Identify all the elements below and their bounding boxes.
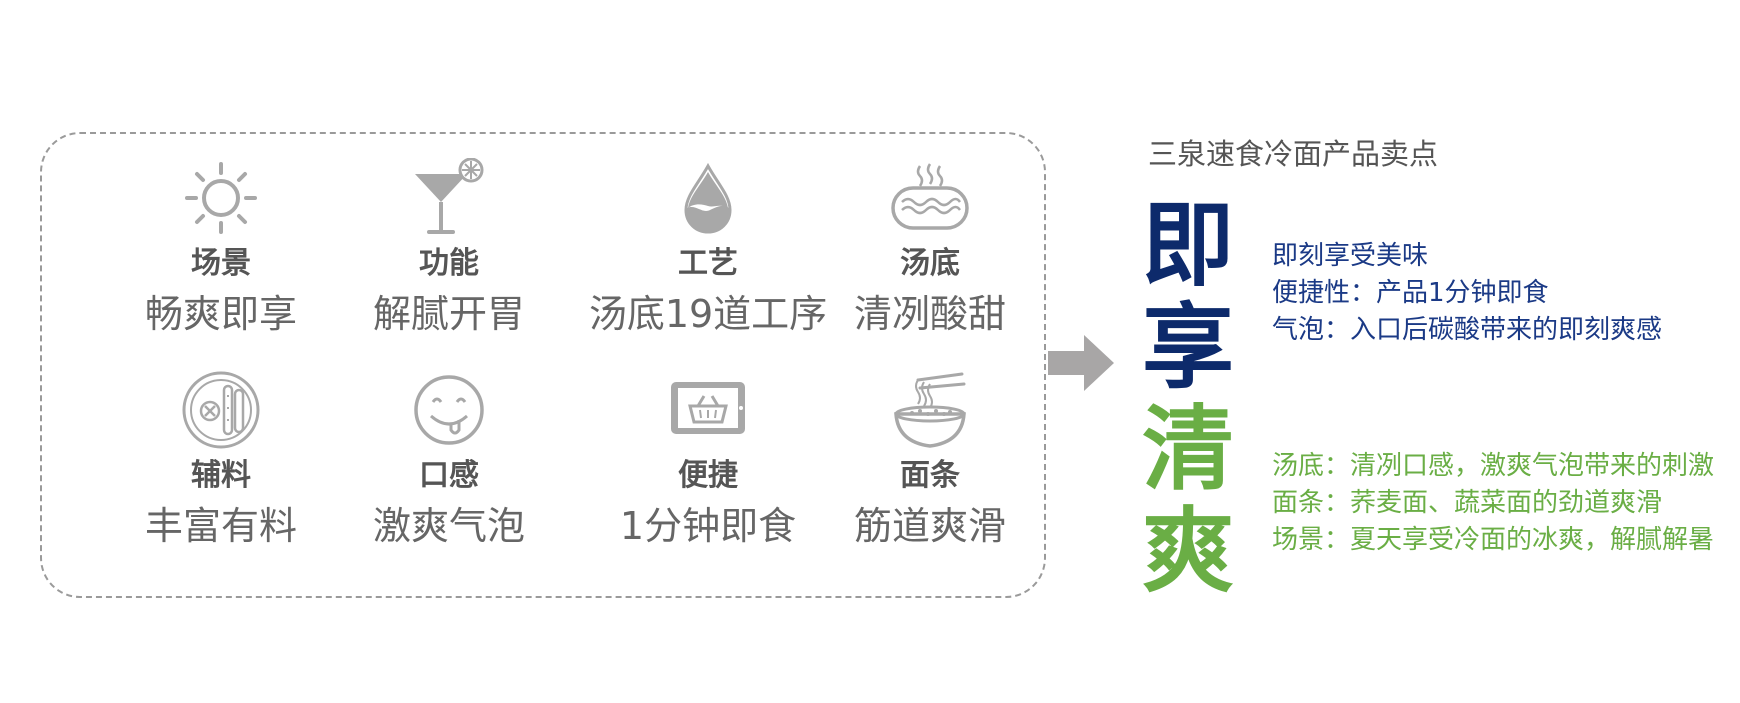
feature-category: 口感 bbox=[419, 458, 479, 493]
feature-description: 1分钟即食 bbox=[619, 504, 797, 548]
feature-description: 解腻开胃 bbox=[372, 292, 525, 336]
point-item: 场景：夏天享受冷面的冰爽，解腻解暑 bbox=[1272, 525, 1715, 555]
tablet-basket-icon bbox=[668, 370, 748, 450]
feature-category: 便捷 bbox=[678, 458, 738, 493]
feature-description: 激爽气泡 bbox=[372, 504, 525, 548]
feature-category: 面条 bbox=[900, 458, 960, 493]
feature-category: 场景 bbox=[191, 246, 251, 281]
feature-description: 清冽酸甜 bbox=[853, 292, 1006, 336]
feature-cell-craft: 工艺 汤底19道工序 bbox=[589, 158, 827, 358]
noodle-bowl-icon bbox=[890, 370, 970, 450]
headline-char: 即 bbox=[1141, 192, 1234, 299]
feature-cell-soup: 汤底 清冽酸甜 bbox=[820, 158, 1040, 358]
feature-category: 辅料 bbox=[191, 458, 251, 493]
feature-cell-function: 功能 解腻开胃 bbox=[339, 158, 559, 358]
right-arrow-icon bbox=[1048, 333, 1114, 393]
water-drop-icon bbox=[668, 158, 748, 238]
point-item: 面条：荞麦面、蔬菜面的劲道爽滑 bbox=[1272, 488, 1663, 518]
refreshing-points-list: 汤底：清冽口感，激爽气泡带来的刺激 面条：荞麦面、蔬菜面的劲道爽滑 场景：夏天享… bbox=[1272, 448, 1714, 559]
features-panel: 场景 畅爽即享 功能 解腻开胃 bbox=[40, 132, 1046, 598]
headline-char: 清 bbox=[1141, 396, 1234, 503]
feature-category: 汤底 bbox=[900, 246, 960, 281]
point-item: 气泡：入口后碳酸带来的即刻爽感 bbox=[1272, 315, 1663, 345]
feature-description: 畅爽即享 bbox=[144, 292, 297, 336]
soup-bowl-icon bbox=[890, 158, 970, 238]
point-item: 便捷性：产品1分钟即食 bbox=[1272, 278, 1549, 308]
cocktail-icon bbox=[409, 158, 489, 238]
feature-cell-scene: 场景 畅爽即享 bbox=[111, 158, 331, 358]
feature-category: 功能 bbox=[419, 246, 479, 281]
feature-category: 工艺 bbox=[678, 246, 738, 281]
feature-description: 丰富有料 bbox=[144, 504, 297, 548]
plate-icon bbox=[181, 370, 261, 450]
feature-cell-texture: 口感 激爽气泡 bbox=[339, 370, 559, 570]
feature-description: 汤底19道工序 bbox=[588, 292, 828, 336]
sun-icon bbox=[181, 158, 261, 238]
point-item: 汤底：清冽口感，激爽气泡带来的刺激 bbox=[1272, 451, 1715, 481]
feature-description: 筋道爽滑 bbox=[853, 504, 1006, 548]
feature-cell-convenience: 便捷 1分钟即食 bbox=[598, 370, 818, 570]
summary-subtitle: 三泉速食冷面产品卖点 bbox=[1148, 137, 1439, 171]
point-item: 即刻享受美味 bbox=[1272, 241, 1429, 271]
smiley-tongue-icon bbox=[409, 370, 489, 450]
feature-cell-ingredients: 辅料 丰富有料 bbox=[111, 370, 331, 570]
feature-cell-noodles: 面条 筋道爽滑 bbox=[820, 370, 1040, 570]
headline-char: 享 bbox=[1141, 294, 1234, 401]
headline-char: 爽 bbox=[1141, 498, 1234, 605]
instant-points-list: 即刻享受美味 便捷性：产品1分钟即食 气泡：入口后碳酸带来的即刻爽感 bbox=[1272, 238, 1662, 349]
